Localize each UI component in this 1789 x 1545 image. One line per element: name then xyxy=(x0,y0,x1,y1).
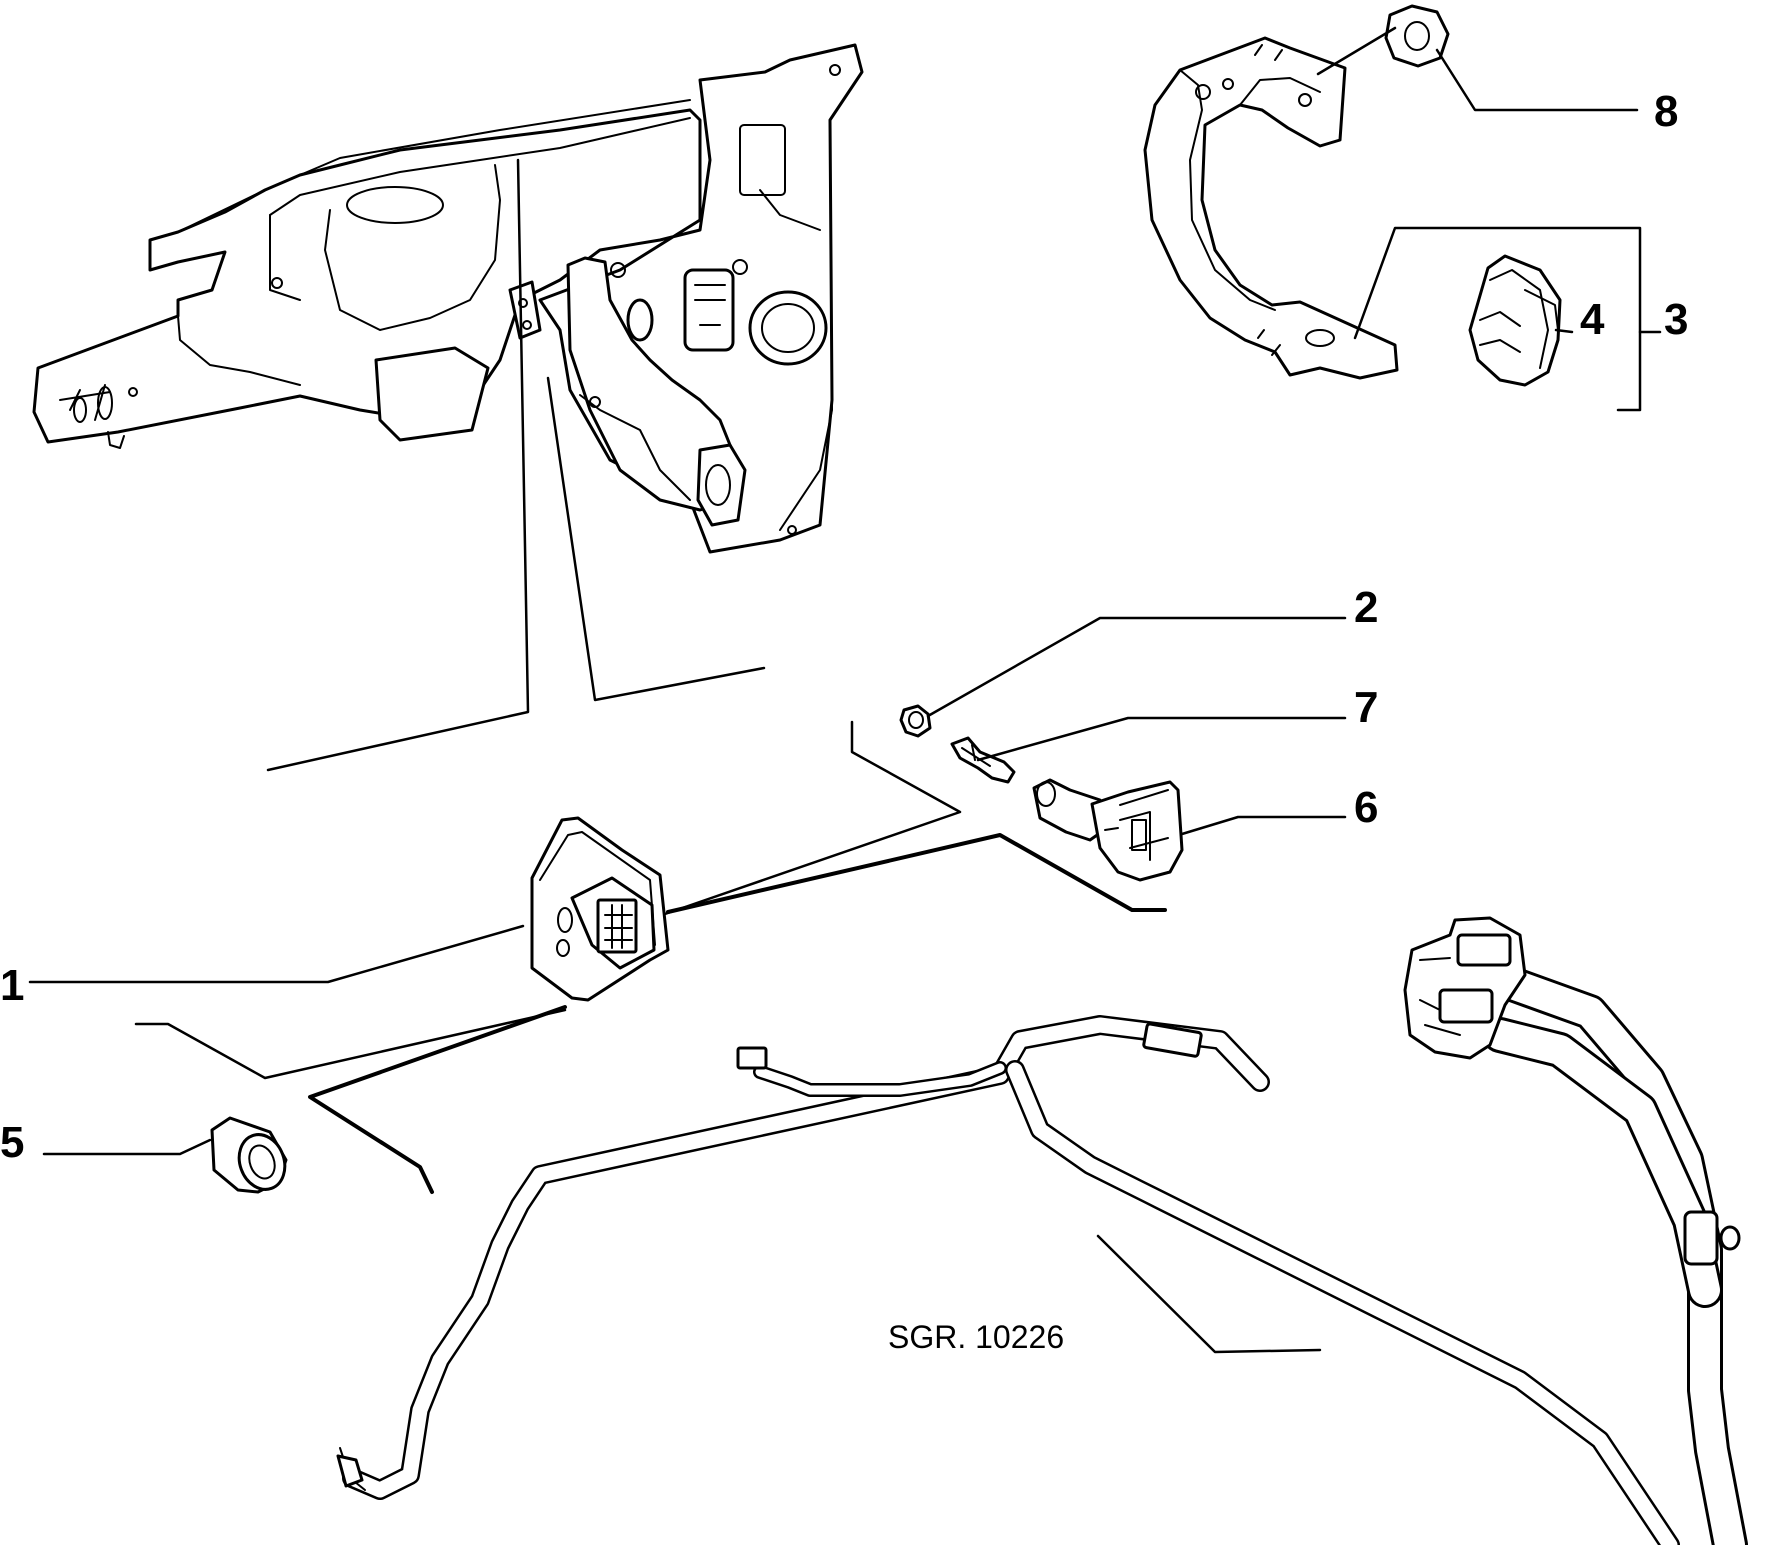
part-5-bushing xyxy=(210,1116,288,1194)
callout-labels: 1 2 3 4 5 6 7 8 SGR. 10226 xyxy=(0,87,1688,1355)
callout-3: 3 xyxy=(1664,295,1688,344)
part-4-clamp xyxy=(1468,254,1562,387)
callout-5: 5 xyxy=(0,1118,24,1167)
callout-4: 4 xyxy=(1580,295,1605,344)
callout-7: 7 xyxy=(1354,683,1378,732)
parts-2-7-6-leaders xyxy=(926,616,1347,836)
sgr-leader xyxy=(1096,1234,1322,1354)
assembly-leaders xyxy=(266,158,962,916)
callout-6: 6 xyxy=(1354,783,1378,832)
part-3-bracket xyxy=(1143,36,1399,380)
part-8-nut xyxy=(1384,4,1450,68)
callout-2: 2 xyxy=(1354,583,1378,632)
part-1-resistor xyxy=(530,816,1167,1002)
part-6-connector xyxy=(1032,778,1184,882)
reference-code: SGR. 10226 xyxy=(888,1319,1064,1355)
wiring-harness xyxy=(336,1015,1680,1545)
callout-1: 1 xyxy=(0,961,24,1010)
part-1-leaders xyxy=(134,1005,567,1194)
hose-assembly xyxy=(1403,916,1748,1545)
part-2-nut xyxy=(899,704,932,738)
part-7-clip xyxy=(950,736,1016,784)
callout-8: 8 xyxy=(1654,87,1678,136)
parts-8-3-4-leaders xyxy=(1316,26,1662,412)
body-panel xyxy=(32,43,864,554)
